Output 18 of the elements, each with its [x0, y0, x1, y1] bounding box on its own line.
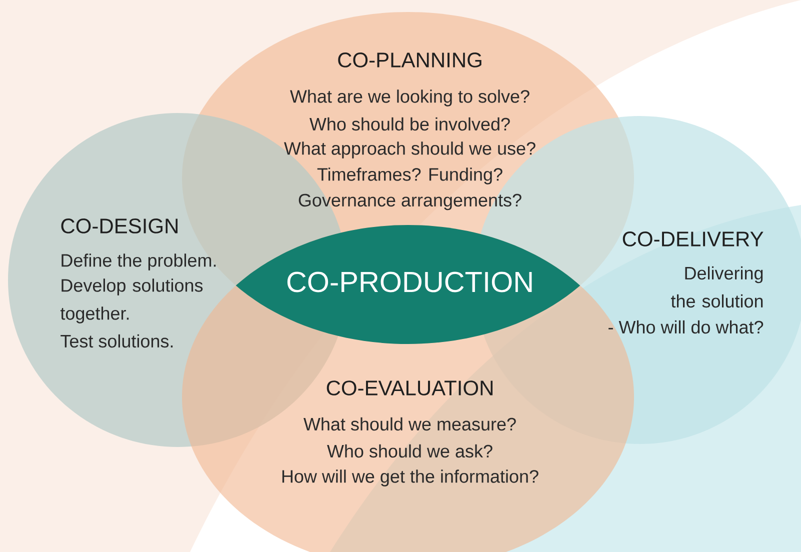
body-text: Who should we ask? [327, 444, 492, 458]
section-heading: CO-EVALUATION [326, 380, 492, 396]
body-text: Timeframes? Funding? [317, 168, 502, 184]
lens-title: CO-PRODUCTION [287, 272, 532, 292]
body-text: Delivering the solution [671, 266, 763, 308]
section-heading: CO-DELIVERY [622, 232, 764, 246]
body-text: What are we looking to solve? [290, 90, 530, 106]
body-text: What should we measure? [304, 417, 516, 431]
body-text: Define the problem. [62, 254, 216, 270]
body-text: Develop solutions together. [60, 278, 203, 324]
section-heading: CO-PLANNING [338, 52, 482, 68]
body-text: How will we get the information? [282, 470, 538, 486]
body-text: - Who will do what? [608, 320, 764, 334]
body-text: What approach should we use? [284, 142, 536, 158]
body-text: Test solutions. [60, 334, 173, 348]
body-text: Who should be involved? [310, 117, 510, 131]
body-text: Governance arrangements? [298, 194, 522, 210]
section-heading: CO-DESIGN [61, 218, 178, 234]
